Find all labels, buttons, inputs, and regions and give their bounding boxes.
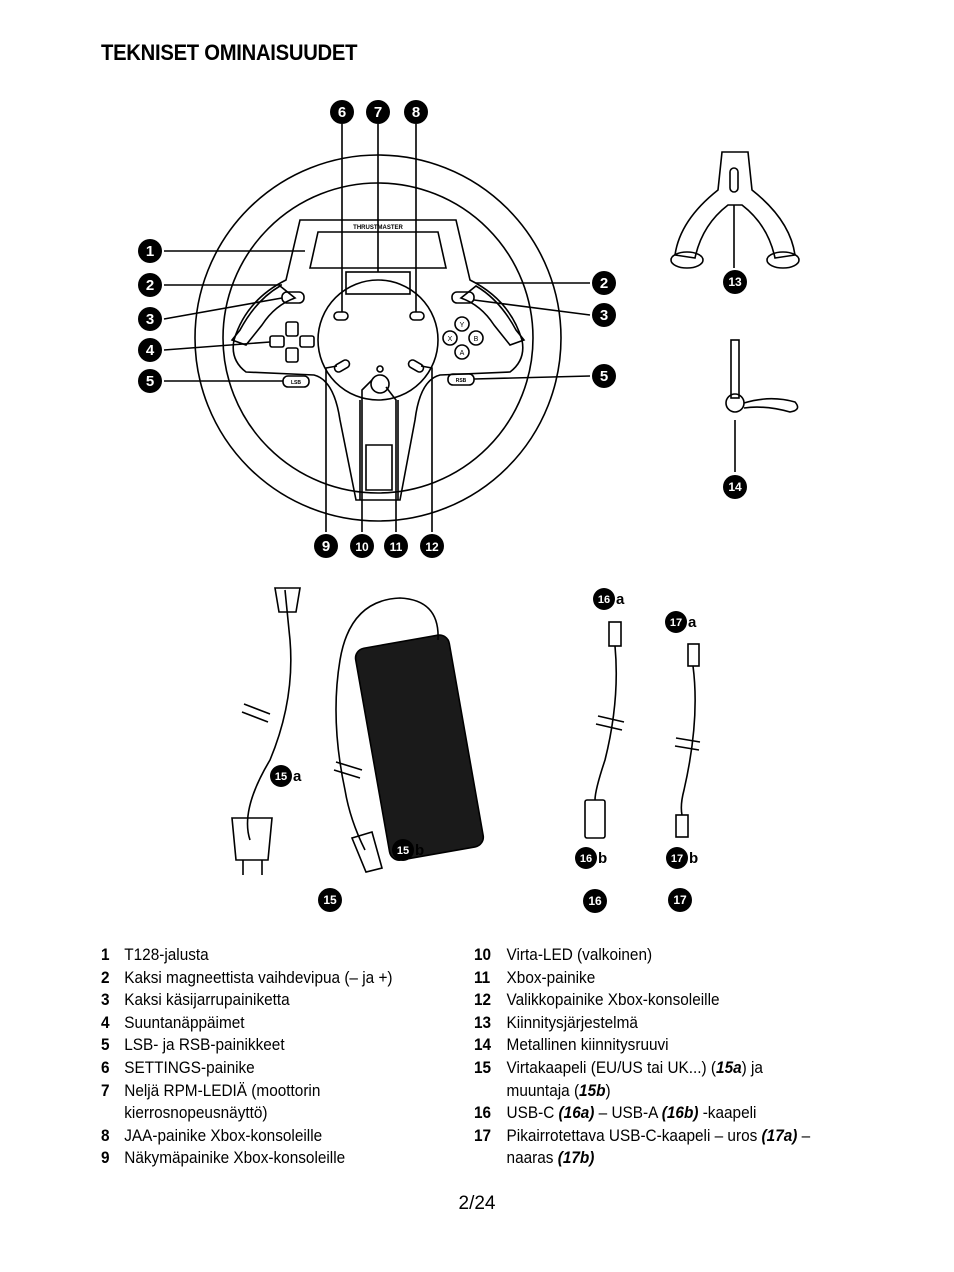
svg-text:17: 17 [671, 853, 683, 865]
svg-text:15: 15 [275, 771, 287, 783]
callout-badge: 9 [314, 534, 338, 558]
b-button-label: B [474, 336, 479, 343]
callout-badge: 15 [318, 888, 342, 912]
callout-badge: 16 [583, 889, 607, 913]
callout-badge: 8 [404, 100, 428, 124]
callout-badge: 1 [138, 239, 162, 263]
callout-suffix: a [616, 591, 625, 608]
callout-badge: 17 [668, 888, 692, 912]
y-button-label: Y [460, 322, 465, 329]
power-adapter [333, 597, 485, 873]
fixing-system [670, 151, 800, 269]
svg-text:11: 11 [390, 540, 403, 554]
callout-badge: 10 [350, 534, 374, 558]
callout-badge: 12 [420, 534, 444, 558]
usbc-cable [674, 643, 701, 838]
brand-text: THRUSTMASTER [353, 225, 403, 231]
svg-text:2: 2 [600, 275, 608, 292]
callout-suffix: b [689, 850, 698, 867]
callout-badge: 15 [392, 839, 414, 861]
svg-text:3: 3 [146, 311, 154, 328]
svg-text:17: 17 [670, 617, 682, 629]
callout-badge: 15 [270, 765, 292, 787]
callout-badge: 3 [592, 303, 616, 327]
svg-text:16: 16 [598, 594, 610, 606]
svg-text:15: 15 [397, 845, 409, 857]
callout-badge: 11 [384, 534, 408, 558]
svg-text:5: 5 [146, 373, 154, 390]
a-button-label: A [460, 350, 465, 357]
svg-text:6: 6 [338, 104, 346, 121]
callout-badge: 3 [138, 307, 162, 331]
page-title: TEKNISET OMINAISUUDET [101, 40, 358, 65]
callout-badge: 6 [330, 100, 354, 124]
callout-badge: 4 [138, 338, 162, 362]
svg-text:12: 12 [425, 540, 439, 554]
callout-badge: 16 [575, 847, 597, 869]
svg-text:7: 7 [374, 104, 382, 121]
callout-suffix: b [598, 850, 607, 867]
svg-text:2: 2 [146, 277, 154, 294]
callout-suffix: a [688, 614, 697, 631]
callout-badge: 5 [138, 369, 162, 393]
callout-badge: 13 [723, 270, 747, 294]
svg-text:14: 14 [728, 480, 742, 494]
callout-badge: 2 [138, 273, 162, 297]
usb-cable [584, 621, 625, 839]
svg-text:5: 5 [600, 368, 608, 385]
callout-badge: 7 [366, 100, 390, 124]
callout-suffix: a [293, 768, 302, 785]
callout-badge: 2 [592, 271, 616, 295]
power-cable [231, 587, 301, 875]
svg-text:1: 1 [146, 243, 154, 260]
callout-badge: 17 [666, 847, 688, 869]
svg-text:16: 16 [580, 853, 592, 865]
svg-text:13: 13 [728, 275, 742, 289]
svg-text:4: 4 [146, 342, 155, 359]
svg-text:3: 3 [600, 307, 608, 324]
x-button-label: X [448, 336, 453, 343]
callout-suffix: b [415, 842, 424, 859]
callout-badge: 14 [723, 475, 747, 499]
svg-text:10: 10 [355, 540, 369, 554]
callout-badge: 5 [592, 364, 616, 388]
svg-text:8: 8 [412, 104, 420, 121]
rsb-text: RSB [456, 378, 467, 384]
callout-badge: 16 [593, 588, 615, 610]
lsb-text: LSB [291, 380, 301, 386]
steering-wheel [163, 124, 591, 532]
technical-diagram: THRUSTMASTER LSB RSB Y X B A 6 7 8 1 2 3… [138, 100, 800, 913]
svg-text:9: 9 [322, 538, 330, 555]
page-number: 2/24 [458, 1193, 496, 1214]
svg-text:17: 17 [673, 893, 687, 907]
metal-screw [725, 339, 799, 472]
svg-text:16: 16 [588, 894, 602, 908]
callout-badge: 17 [665, 611, 687, 633]
svg-text:15: 15 [323, 893, 337, 907]
